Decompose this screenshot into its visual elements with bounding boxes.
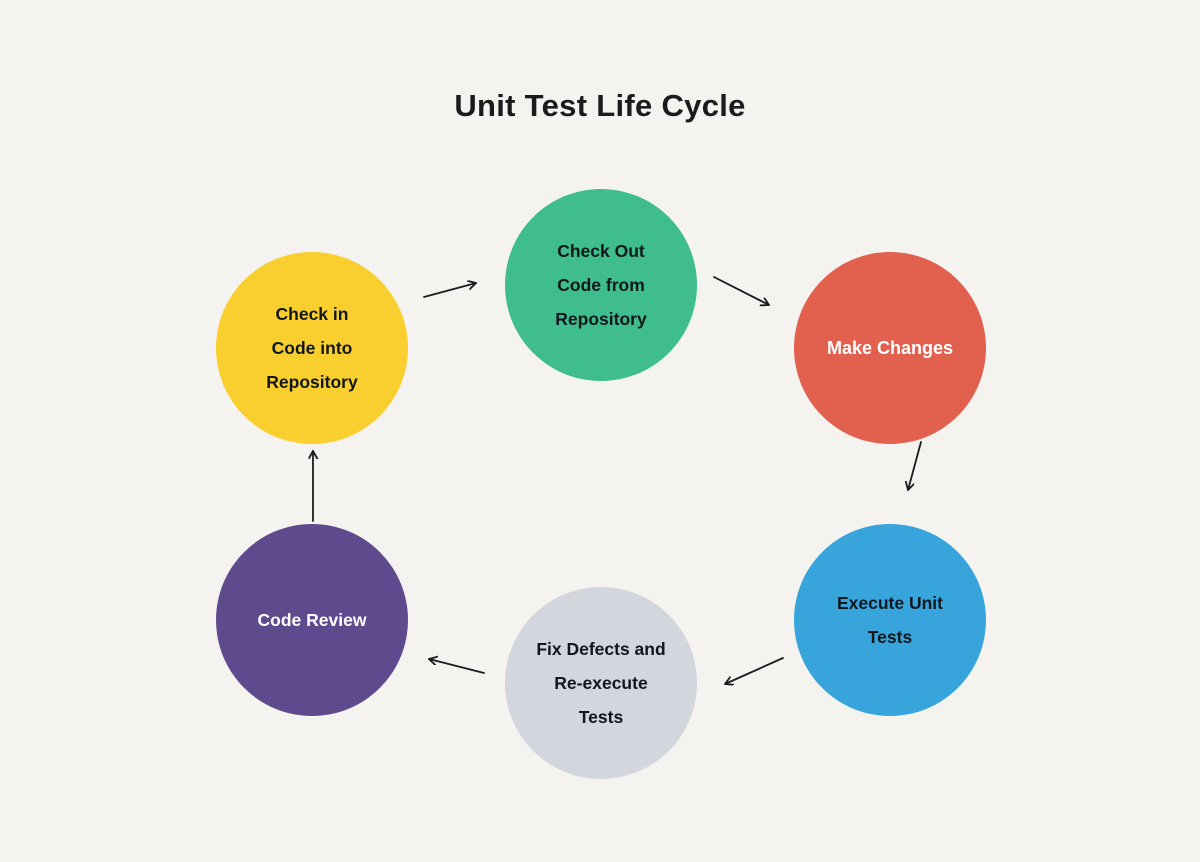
node-label: Check Out Code from Repository (555, 241, 647, 329)
node-label: Make Changes (826, 338, 954, 358)
node-make-changes: Make Changes (794, 252, 986, 444)
arrow-fix-defects-to-code-review (428, 659, 485, 674)
node-label: Check in Code into Repository (266, 304, 358, 392)
node-code-review: Code Review (216, 524, 408, 716)
node-check-out-code: Check Out Code from Repository (505, 189, 697, 381)
node-label: Execute Unit Tests (837, 593, 943, 647)
arrow-check-out-to-make-changes (713, 276, 770, 305)
node-label: Fix Defects and Re-execute Tests (536, 639, 666, 727)
page-title: Unit Test Life Cycle (454, 88, 746, 123)
node-execute-unit-tests: Execute Unit Tests (794, 524, 986, 716)
arrow-check-in-to-check-out (423, 283, 477, 298)
arrow-execute-to-fix-defects (724, 657, 784, 684)
node-label: Code Review (257, 610, 367, 630)
node-fix-defects: Fix Defects and Re-execute Tests (505, 587, 697, 779)
arrow-make-changes-to-execute (908, 441, 922, 491)
node-check-in-code: Check in Code into Repository (216, 252, 408, 444)
